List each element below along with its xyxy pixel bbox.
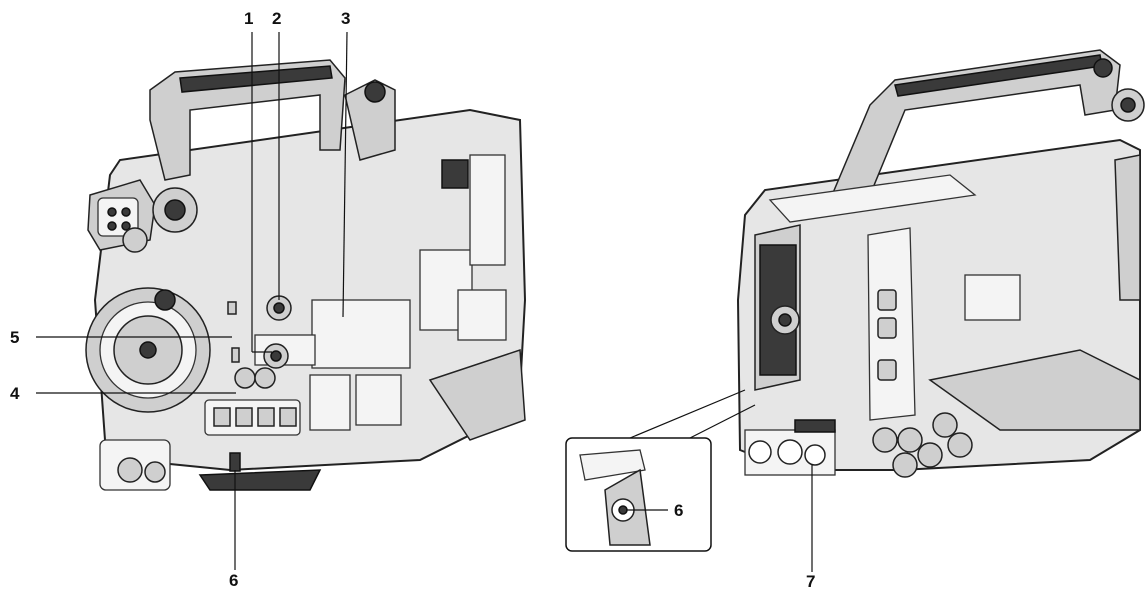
callout-label-3: 3 [341, 9, 350, 28]
callout-label-1: 1 [244, 9, 253, 28]
callout-label-2: 2 [272, 9, 281, 28]
right-camera-illustration [736, 49, 1145, 478]
callout-label-6-left: 6 [229, 571, 238, 590]
callout-line-3 [342, 31, 348, 318]
callout-labels: 1 2 3 5 4 6 6 7 [10, 9, 815, 590]
left-camera-illustration [85, 59, 527, 491]
callout-label-5: 5 [10, 328, 19, 347]
inset-detail [565, 389, 756, 552]
callout-label-4: 4 [10, 384, 20, 403]
callout-label-7: 7 [806, 572, 815, 590]
callout-label-6-inset: 6 [674, 501, 683, 520]
callout-lines [36, 31, 813, 572]
